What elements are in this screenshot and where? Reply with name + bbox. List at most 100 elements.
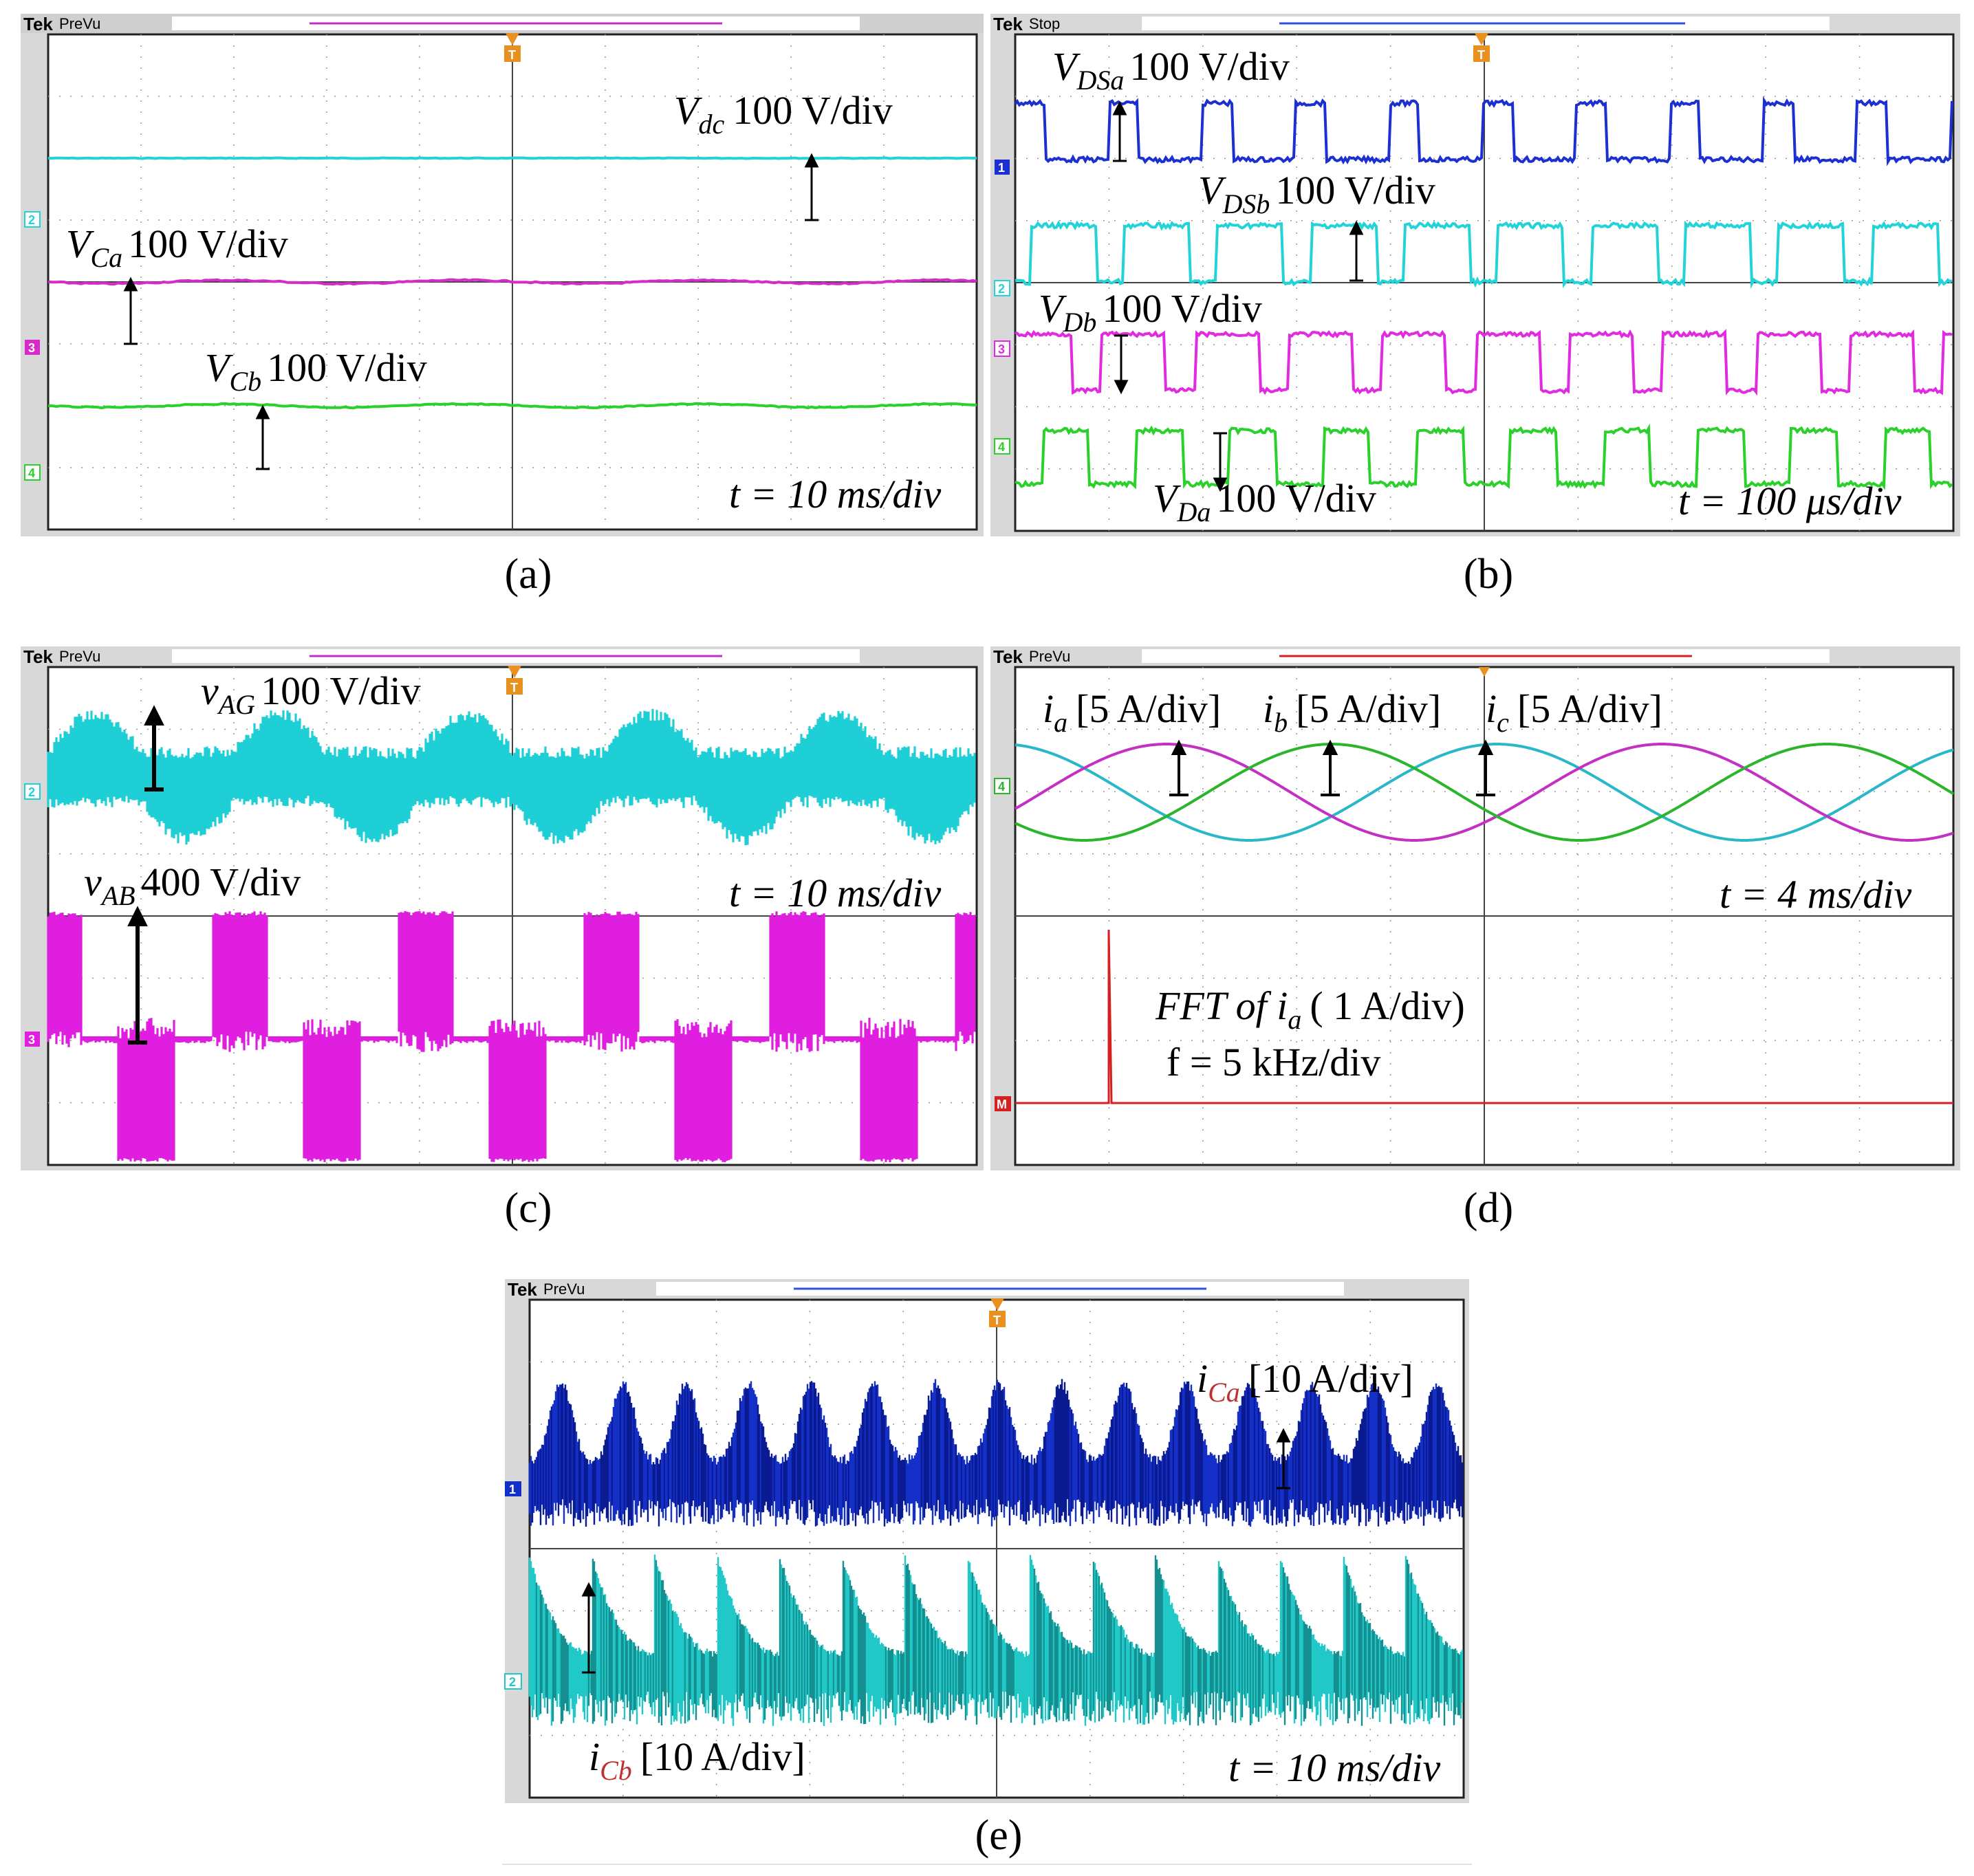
svg-text:2: 2 [509,1675,516,1689]
svg-text:T: T [508,48,516,62]
scale-arrow-vda [1213,432,1228,492]
channel-marker-2: 2 [994,280,1010,296]
scale-arrow-vab [127,906,148,1045]
trigger-marker: T [1473,33,1490,62]
trace-vdsa [1014,96,1953,166]
svg-text:M: M [997,1098,1007,1111]
svg-text:2: 2 [28,213,35,227]
caption-e: (e) [975,1812,1023,1859]
label-ic: ic[5 A/div] [1486,686,1662,738]
scope-d: Tek PreVu 4 M ia[5 A/div] ib[5 A/div] ic… [990,646,1960,1170]
time-label: t = 10 ms/div [1228,1745,1440,1790]
fft-frequency-label: f = 5 kHz/div [1167,1040,1380,1084]
trigger-marker: T [506,666,523,695]
time-label: t = 100 μs/div [1678,479,1902,523]
trace-vdb [1015,329,1953,396]
channel-marker-3: 3 [25,1032,40,1047]
svg-text:T: T [510,681,518,695]
channel-marker-4: 4 [24,464,41,481]
trace-vcb [47,402,977,410]
scale-arrow-vag [144,705,164,792]
trace-vca [47,278,977,286]
time-label: t = 10 ms/div [729,472,941,516]
scale-arrow-vdsa [1112,100,1127,162]
svg-text:4: 4 [998,440,1005,454]
scope-e: Tek PreVu T 1 2 iCa[10 A/div] iCb[10 A/d… [504,1279,1469,1803]
channel-marker-3: 3 [994,340,1010,357]
scale-arrow-vca [123,276,138,345]
caption-d: (d) [1463,1185,1514,1232]
svg-text:4: 4 [28,466,35,480]
svg-text:3: 3 [28,1033,35,1047]
channel-marker-4: 4 [994,438,1010,455]
svg-text:1: 1 [509,1483,516,1496]
svg-text:4: 4 [998,780,1005,794]
caption-b: (b) [1463,551,1514,598]
trace-fft [1015,929,1953,1104]
svg-text:T: T [1477,48,1485,62]
trace-vag [47,708,976,846]
scale-arrow-icb [581,1582,596,1674]
label-ia: ia[5 A/div] [1043,686,1221,738]
time-label: t = 4 ms/div [1720,872,1911,917]
trace-vdsb [1015,220,1953,290]
channel-marker-1: 1 [505,1481,521,1496]
scale-arrow-ic [1476,739,1495,796]
channel-marker-2: 2 [24,211,41,228]
channel-marker-m: M [995,1096,1011,1111]
label-icb: iCb[10 A/div] [589,1734,805,1786]
scale-arrow-ia [1169,739,1189,796]
channel-marker-2: 2 [504,1673,522,1690]
scope-mode: PreVu [1029,648,1070,665]
svg-text:2: 2 [998,282,1005,296]
scope-brand: Tek [508,1279,537,1300]
channel-marker-2: 2 [24,783,41,800]
trace-ica [528,1379,1464,1527]
scope-brand: Tek [993,14,1023,34]
label-ib: ib[5 A/div] [1263,686,1441,738]
scale-arrow-vdc [804,153,819,221]
label-ica: iCa[10 A/div] [1197,1356,1413,1408]
scope-mode: PreVu [59,15,100,32]
svg-text:T: T [993,1313,1001,1327]
scale-arrow-vcb [255,404,270,470]
bottom-rule [502,1864,1472,1865]
trigger-marker [1479,667,1490,677]
trace-ia [1015,743,1954,842]
scope-mode: Stop [1029,15,1060,32]
svg-text:2: 2 [28,785,35,799]
scale-arrow-ib [1321,739,1340,796]
channel-marker-4: 4 [994,778,1010,794]
trace-vda [1015,423,1953,490]
trace-vab [47,911,976,1162]
panel-d: Tek PreVu 4 M ia[5 A/div] ib[5 A/div] ic… [990,646,1960,1170]
trace-icb [528,1554,1464,1726]
channel-marker-3: 3 [25,340,40,355]
scale-arrow-ica [1276,1428,1291,1490]
fft-label: FFT of ia( 1 A/div) [1155,983,1465,1035]
trace-ib [1015,743,1955,842]
trace-vdc [47,156,977,160]
channel-marker-1: 1 [995,160,1010,175]
svg-text:3: 3 [998,342,1005,356]
svg-text:3: 3 [28,341,35,355]
panel-e: Tek PreVu T 1 2 iCa[10 A/div] iCb[10 A/d… [504,1279,1469,1803]
caption-c: (c) [504,1185,552,1232]
svg-text:1: 1 [998,161,1005,175]
scale-arrow-vdsb [1349,220,1364,282]
